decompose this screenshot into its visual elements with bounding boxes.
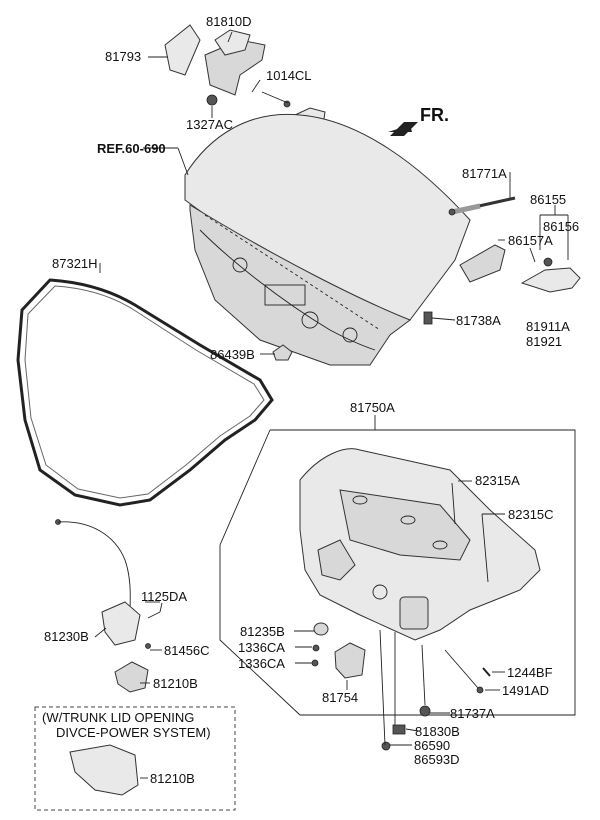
stopper-81738A	[423, 311, 433, 325]
latch-cable	[55, 519, 161, 693]
reference-label: REF.60-690	[97, 141, 166, 156]
front-direction-arrow	[388, 122, 418, 136]
bottom-parts	[381, 705, 431, 751]
leader-lines	[94, 31, 569, 779]
trunk-lid	[184, 113, 506, 366]
part-1014CL: 1014CL	[266, 68, 312, 83]
part-82315A: 82315A	[475, 473, 520, 488]
front-label: FR.	[420, 105, 449, 125]
part-1244BF: 1244BF	[507, 665, 553, 680]
part-81921: 81921	[526, 334, 562, 349]
part-86439B: 86439B	[210, 347, 255, 362]
part-81771A: 81771A	[462, 166, 507, 181]
part-81750A: 81750A	[350, 400, 395, 415]
bumper-86439B	[272, 344, 293, 361]
part-81754: 81754	[322, 690, 358, 705]
part-81456C: 81456C	[164, 643, 210, 658]
part-1125DA: 1125DA	[141, 589, 187, 604]
part-81738A: 81738A	[456, 313, 501, 328]
power-system-note-line2: DIVCE-POWER SYSTEM)	[56, 725, 211, 740]
part-86156: 86156	[543, 219, 579, 234]
trim-panel	[299, 448, 541, 641]
part-87321H: 87321H	[52, 256, 98, 271]
part-82315C: 82315C	[508, 507, 554, 522]
part-81793: 81793	[105, 49, 141, 64]
weatherstrip-87321H	[16, 278, 274, 507]
part-81737A: 81737A	[450, 706, 495, 721]
power-actuator	[69, 744, 139, 796]
part-81235B: 81235B	[240, 624, 285, 639]
side-brackets	[520, 247, 581, 293]
part-1336CA-b: 1336CA	[238, 656, 285, 671]
gas-strut	[448, 196, 516, 216]
part-81830B: 81830B	[415, 724, 460, 739]
part-81230B: 81230B	[44, 629, 89, 644]
part-81911A: 81911A	[526, 319, 570, 334]
part-86157A: 86157A	[508, 233, 553, 248]
power-system-box	[34, 706, 236, 811]
part-86590: 86590	[414, 738, 450, 753]
part-86593D: 86593D	[414, 752, 460, 767]
part-81210B: 81210B	[153, 676, 198, 691]
part-1336CA-a: 1336CA	[238, 640, 285, 655]
part-81210B-power: 81210B	[150, 771, 195, 786]
trim-clips	[311, 622, 366, 679]
part-81810D: 81810D	[206, 14, 252, 29]
part-1327AC: 1327AC	[186, 117, 233, 132]
part-1491AD: 1491AD	[502, 683, 549, 698]
bolts-right	[476, 667, 491, 694]
part-86155: 86155	[530, 192, 566, 207]
power-system-note-line1: (W/TRUNK LID OPENING	[42, 710, 194, 725]
